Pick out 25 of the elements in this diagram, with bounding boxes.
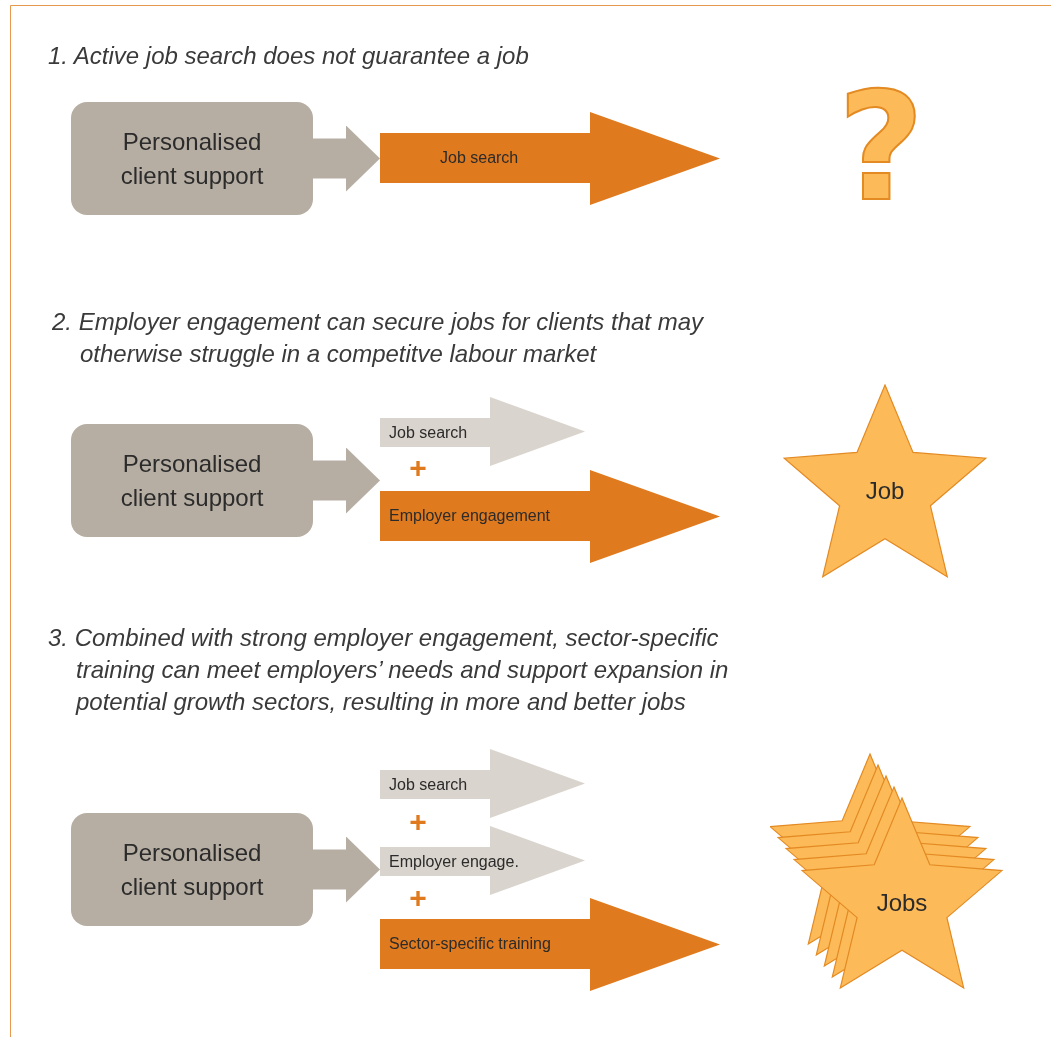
section-heading: 2. Employer engagement can secure jobs for clients that may otherwise struggle in a competitve labour market <box>52 307 705 369</box>
node-label: Job search <box>440 148 519 168</box>
node-label: Job search <box>389 774 468 795</box>
process-box <box>71 424 313 537</box>
node-label: Job <box>865 476 905 506</box>
plus-sign: + <box>408 450 428 486</box>
section-heading: 3. Combined with strong employer engagement, sector-specific training can meet employers’ needs and support expansion in potential growth sectors, resulting in more and better jobs <box>48 623 730 717</box>
plus-sign: + <box>408 880 428 916</box>
chevron-arrow <box>313 447 380 514</box>
chevron-arrow <box>313 836 380 903</box>
section-heading: 1. Active job search does not guarantee a job <box>48 41 530 71</box>
chevron-arrow <box>313 125 380 192</box>
process-box <box>71 102 313 215</box>
node-label: Personalised client support <box>119 126 265 191</box>
arrow-banner <box>380 112 720 205</box>
plus-sign: + <box>408 804 428 840</box>
node-label: Personalised client support <box>119 448 265 513</box>
node-label: Employer engage. <box>389 851 519 872</box>
question-mark: ? <box>836 62 926 232</box>
node-label: Personalised client support <box>119 837 265 902</box>
node-label: Sector-specific training <box>389 934 551 954</box>
node-label: Job search <box>389 422 468 443</box>
node-label: Employer engagement <box>389 506 550 526</box>
process-box <box>71 813 313 926</box>
node-label: Jobs <box>876 888 928 918</box>
